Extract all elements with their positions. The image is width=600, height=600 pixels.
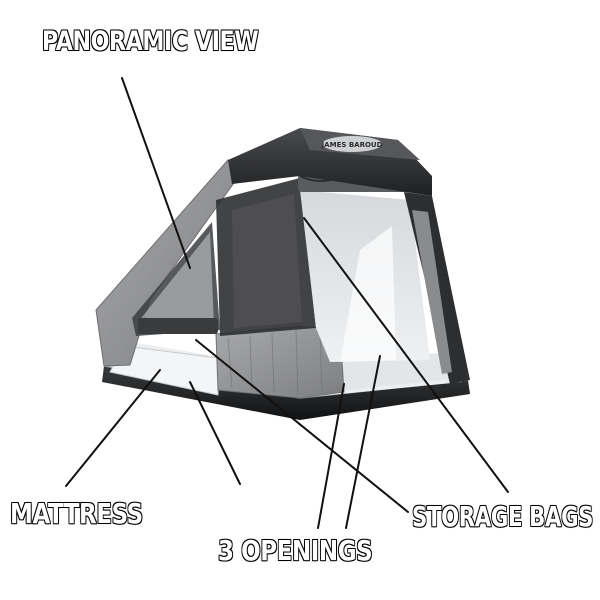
leader-line-storage-2	[303, 217, 509, 493]
leader-line-mattress	[65, 369, 161, 487]
leader-line-openings-1	[317, 383, 345, 529]
tent-base-shell	[102, 366, 470, 420]
callout-3-openings: 3 OPENINGS	[217, 533, 373, 568]
leader-line-panoramic	[121, 77, 191, 269]
svg-text:JAMES BAROUD: JAMES BAROUD	[321, 141, 383, 149]
leader-line-openings-2	[345, 355, 381, 529]
callout-panoramic-view: PANORAMIC VIEW	[41, 25, 259, 58]
callout-storage-bags: STORAGE BAGS	[411, 499, 594, 534]
leader-line-storage-1	[195, 339, 409, 513]
brand-badge	[322, 136, 382, 152]
callout-mattress: MATTRESS	[9, 496, 144, 531]
leader-line-mattress-2	[189, 381, 241, 485]
storage-bag	[138, 318, 218, 334]
leader-lines	[65, 77, 509, 529]
